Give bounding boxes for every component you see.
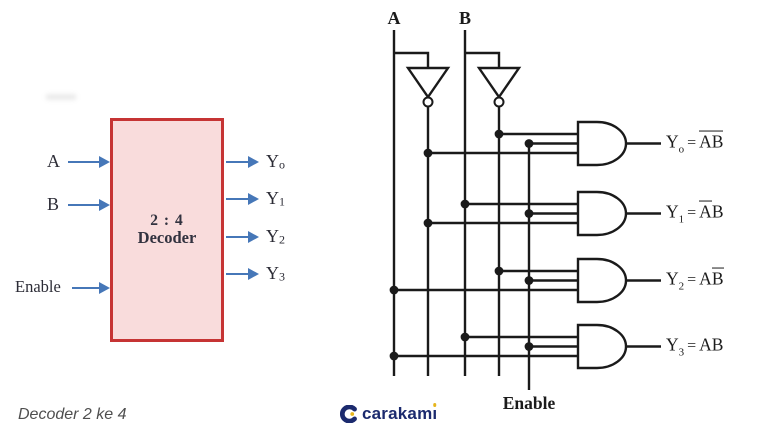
eq-equals: = [687,337,697,355]
decoder-ratio-label: 2 : 4 [150,212,184,229]
logo-text: carakamı [362,403,438,423]
output-arrow-y0-line [226,160,248,164]
and-gate-icon [576,190,628,237]
inverter-bubble-icon [493,96,505,108]
output-label-y2: Y2 [266,226,285,247]
input-arrow-a-line [68,160,99,164]
input-arrow-enable-arrowhead [99,282,110,294]
not-gate-icon [476,66,522,100]
eq-term-overline: B [711,267,724,289]
output-arrow-y2-arrowhead [248,231,259,243]
eq-term-overline: A [699,200,712,222]
output-arrow-y1-arrowhead [248,193,259,205]
output-arrow-y3-arrowhead [248,268,259,280]
input-label-a: A [47,151,60,171]
eq-equals: = [687,271,697,289]
eq-term-overline: AB [699,130,724,152]
inverter-branch-a [394,51,430,68]
not-gate-icon [405,66,451,100]
equation-y3: Y3=AB [666,333,723,358]
input-arrow-b-line [68,203,99,207]
eq-sub: 2 [678,279,685,292]
decoder-block-title: 2 : 4 Decoder [110,212,224,246]
circuit-enable-label: Enable [503,393,556,413]
equation-y0: Yo=AB [666,130,724,155]
c-mark-icon [340,405,357,423]
circuit-input-label-a: A [388,8,401,28]
and-gate-icon [576,120,628,167]
output-label-sub: 2 [279,232,285,247]
eq-var: Y [666,334,679,355]
input-arrow-enable-line [72,286,99,290]
watermark-logo: carakamı [340,403,438,424]
equation-y2: Y2=AB [666,267,724,292]
eq-term: AB [699,334,724,355]
eq-sub: o [678,142,685,155]
input-label-enable: Enable [15,277,61,296]
input-arrow-a-arrowhead [99,156,110,168]
output-arrow-y2-line [226,235,248,239]
faint-artifact [46,94,76,100]
output-label-sub: 3 [279,269,285,284]
caption: Decoder 2 ke 4 [18,406,127,423]
output-label-y3: Y3 [266,263,285,284]
eq-equals: = [687,134,697,152]
eq-var: Y [666,268,679,289]
eq-var: Y [666,131,679,152]
output-arrow-y3-line [226,272,248,276]
equation-y1: Y1=AB [666,200,724,225]
logo-letter-i: ı [432,403,438,423]
circuit-input-label-b: B [459,8,471,28]
eq-equals: = [687,204,697,222]
eq-term: A [699,268,712,289]
output-arrow-y0-arrowhead [248,156,259,168]
output-label-y0: Yo [266,151,285,172]
inverter-branch-b [465,51,501,68]
input-arrow-b-arrowhead [99,199,110,211]
inverter-bubble-icon [422,96,434,108]
output-label-y1: Y1 [266,188,285,209]
output-label-sub: 1 [279,194,285,209]
decoder-block [110,118,224,342]
eq-sub: 1 [678,212,685,225]
output-label-sub: o [279,157,285,172]
input-label-b: B [47,194,60,214]
eq-sub: 3 [678,345,685,358]
eq-var: Y [666,201,679,222]
decoder-name-label: Decoder [137,228,197,247]
and-gate-icon [576,323,628,370]
output-arrow-y1-line [226,197,248,201]
and-gate-icon [576,257,628,304]
eq-term: B [711,201,724,222]
logo-i-dot [433,403,437,407]
